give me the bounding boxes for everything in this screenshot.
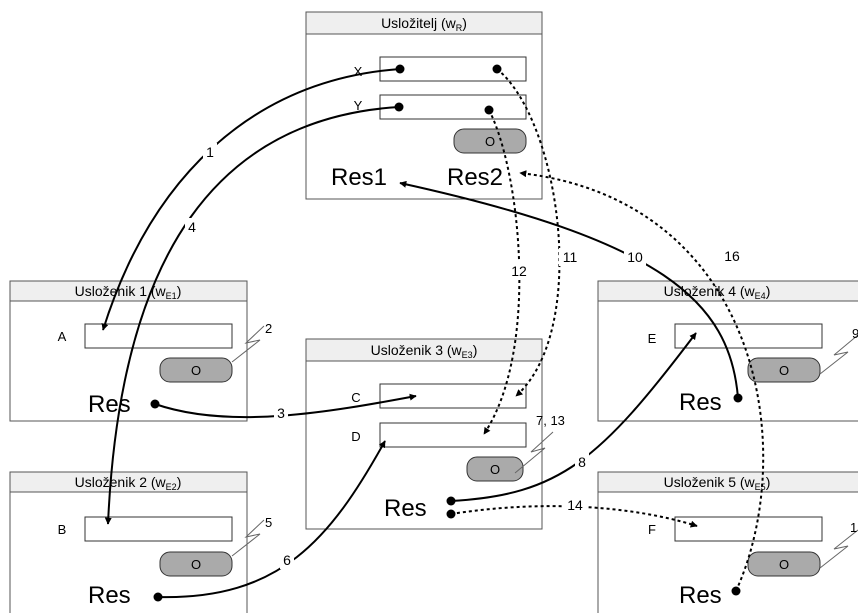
component-uslozitelj: Usložitelj (wR) X Y O Res1 Res2 xyxy=(305,11,543,200)
flow-start-dot xyxy=(446,509,456,519)
flow-start-dot xyxy=(395,64,405,74)
field-label-y: Y xyxy=(354,98,363,113)
flow-label-8: 8 xyxy=(578,454,586,470)
component-title: Usloženik 5 (wE5) xyxy=(664,474,771,492)
component-title: Usloženik 1 (wE1) xyxy=(75,283,182,301)
component-title: Usloženik 3 (wE3) xyxy=(371,342,478,360)
result-res2: Res2 xyxy=(447,164,503,191)
flow-arrow-11 xyxy=(496,68,561,397)
label-bg xyxy=(564,497,586,515)
flow-start-dot xyxy=(492,64,502,74)
label-bg xyxy=(274,404,288,422)
field-label-f: F xyxy=(648,522,656,537)
flow-start-dot xyxy=(731,586,741,596)
flow-labels: 1 3 4 6 8 10 11 12 14 16 xyxy=(185,143,743,569)
component-title: Usloženik 4 (wE4) xyxy=(664,283,771,301)
flow-start-dot xyxy=(153,592,163,602)
o-button[interactable] xyxy=(466,456,524,482)
flow-start-dot xyxy=(484,105,494,115)
o-button-label: O xyxy=(490,462,500,477)
label-bg xyxy=(559,248,581,266)
label-bg xyxy=(624,248,646,266)
flow-start-dot xyxy=(733,393,743,403)
field-label-x: X xyxy=(354,64,363,79)
o-button-label: O xyxy=(779,363,789,378)
flow-start-dot xyxy=(150,399,160,409)
label-bg xyxy=(721,247,743,265)
field-y-input[interactable] xyxy=(379,94,527,120)
flow-label-3: 3 xyxy=(277,405,285,421)
flow-start-dot xyxy=(394,102,404,112)
field-c-input[interactable] xyxy=(379,383,527,409)
component-uslozenik-2: Usloženik 2 (wE2) B O Res 5 xyxy=(9,471,272,613)
o-button-label: O xyxy=(485,134,495,149)
lightning-icon xyxy=(819,334,858,375)
flow-label-1: 1 xyxy=(206,144,214,160)
field-a-input[interactable] xyxy=(84,323,233,349)
component-uslozenik-1: Usloženik 1 (wE1) A O Res 2 xyxy=(9,280,272,422)
flow-label-16: 16 xyxy=(724,248,740,264)
label-bg xyxy=(185,218,199,236)
component-title: Usloženik 2 (wE2) xyxy=(75,474,182,492)
label-bg xyxy=(203,143,217,161)
o-button[interactable] xyxy=(453,128,527,154)
flow-arrow-4 xyxy=(104,106,400,525)
field-label-d: D xyxy=(351,429,360,444)
flow-label-12: 12 xyxy=(511,263,527,279)
flow-label-10: 10 xyxy=(627,249,643,265)
lightning-icon xyxy=(231,325,265,363)
flow-label-4: 4 xyxy=(188,219,196,235)
flow-label-11: 11 xyxy=(563,249,578,265)
result-res1: Res1 xyxy=(331,164,387,191)
trigger-label: 5 xyxy=(265,515,272,530)
lightning-icon xyxy=(231,519,265,557)
flow-arrow-16 xyxy=(519,170,765,592)
flow-arrow-6 xyxy=(157,440,386,599)
field-label-b: B xyxy=(58,522,67,537)
lightning-icon xyxy=(514,431,554,474)
field-f-input[interactable] xyxy=(674,516,823,542)
result-res: Res xyxy=(679,389,722,416)
field-b-input[interactable] xyxy=(84,516,233,542)
o-button[interactable] xyxy=(159,551,233,577)
o-button[interactable] xyxy=(747,357,821,383)
o-button[interactable] xyxy=(159,357,233,383)
o-button-label: O xyxy=(191,363,201,378)
result-res: Res xyxy=(384,495,427,522)
flow-start-dot xyxy=(446,496,456,506)
lightning-icon xyxy=(819,529,858,569)
result-res: Res xyxy=(88,391,131,418)
label-bg xyxy=(280,551,294,569)
trigger-label: 9 xyxy=(852,326,858,341)
trigger-label: 7, 13 xyxy=(536,413,565,428)
field-d-input[interactable] xyxy=(379,422,527,448)
result-res: Res xyxy=(679,582,722,609)
field-e-input[interactable] xyxy=(674,323,823,349)
trigger-label: 2 xyxy=(265,321,272,336)
component-uslozenik-3: Usloženik 3 (wE3) C D O Res 7, 13 xyxy=(305,338,565,530)
field-label-c: C xyxy=(351,390,360,405)
o-button[interactable] xyxy=(747,551,821,577)
field-label-e: E xyxy=(648,331,657,346)
label-bg xyxy=(575,453,589,471)
result-res: Res xyxy=(88,582,131,609)
o-button-label: O xyxy=(779,557,789,572)
flow-label-6: 6 xyxy=(283,552,291,568)
trigger-label: 15 xyxy=(850,520,858,535)
field-label-a: A xyxy=(58,329,67,344)
flow-label-14: 14 xyxy=(567,497,583,513)
component-uslozenik-5: Usloženik 5 (wE5) F O Res 15 xyxy=(597,471,858,613)
flow-arrow-10 xyxy=(399,180,739,399)
label-bg xyxy=(508,262,530,280)
o-button-label: O xyxy=(191,557,201,572)
component-title: Usložitelj (wR) xyxy=(381,15,467,33)
